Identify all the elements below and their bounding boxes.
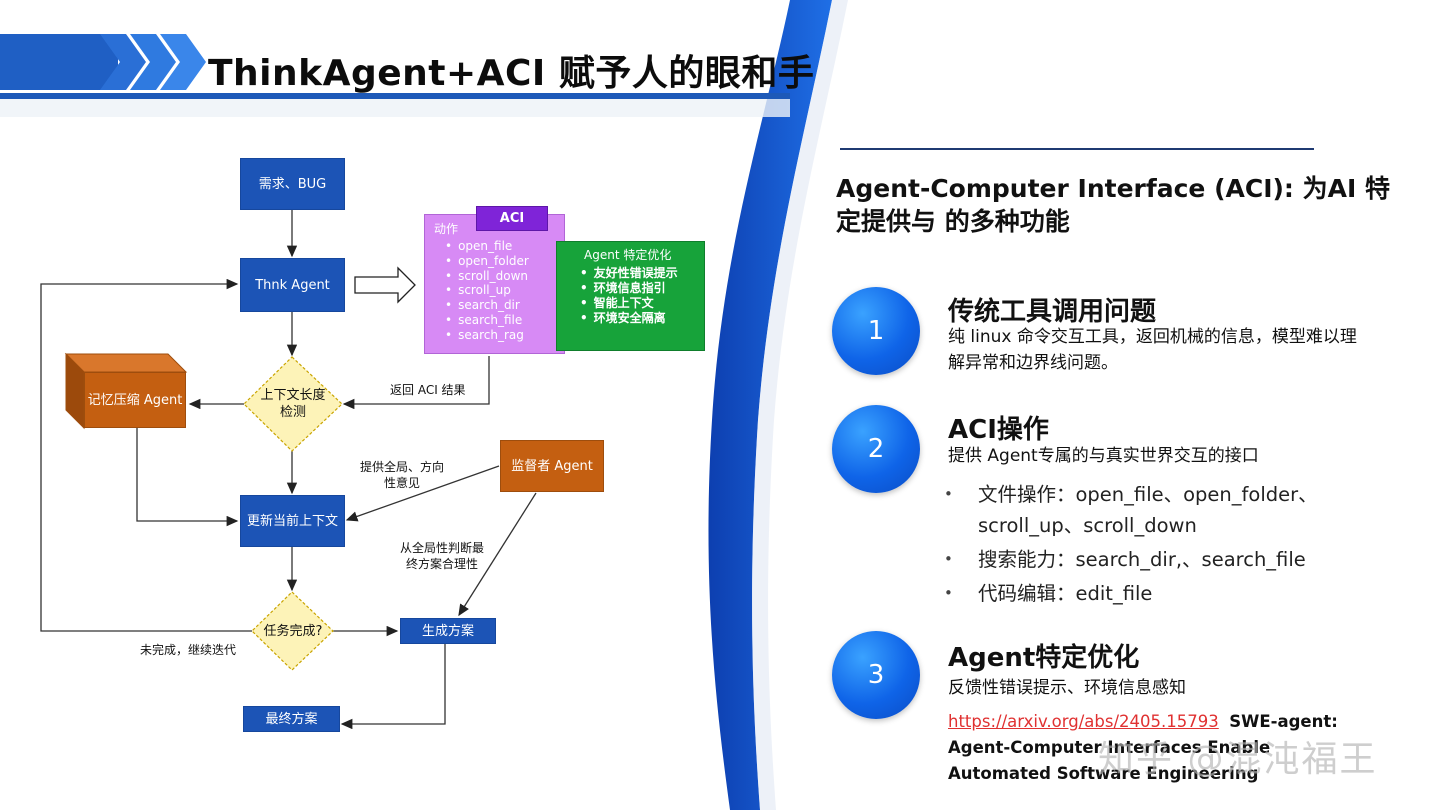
edge-label-return-aci: 返回 ACI 结果 (390, 383, 466, 397)
node-think-agent: Thnk Agent (240, 258, 345, 312)
aci-operation-item: 代码编辑：edit_file (944, 578, 1364, 609)
node-update-context: 更新当前上下文 (240, 495, 345, 547)
reference-title: SWE-agent: Agent-Computer Interfaces Ena… (948, 712, 1338, 783)
panel-divider (840, 148, 1314, 150)
section-number-circle: 3 (832, 631, 920, 719)
section-text: 提供 Agent专属的与真实世界交互的接口 (948, 446, 1259, 466)
aci-action: search_rag (445, 328, 529, 343)
node-requirement: 需求、BUG (240, 158, 345, 210)
diamond-context-check (243, 356, 343, 452)
watermark: 知乎 @混沌福王 (1098, 739, 1378, 780)
node-memory-agent: 记忆压缩 Agent (84, 372, 186, 428)
aci-action: scroll_up (445, 283, 529, 298)
aci-actions-list: open_file open_folder scroll_down scroll… (445, 239, 529, 343)
node-final-plan: 最终方案 (243, 706, 340, 732)
diamond-task-done (251, 591, 334, 671)
agent-optimization-heading: Agent 特定优化 (584, 248, 672, 262)
section-title: ACI操作 (948, 415, 1049, 445)
aci-action: search_dir (445, 298, 529, 313)
optimization-item: 智能上下文 (580, 296, 678, 311)
reference: https://arxiv.org/abs/2405.15793 SWE-age… (948, 709, 1378, 787)
edge-label-global-direction: 提供全局、方向 性意见 (360, 460, 445, 490)
panel-heading: Agent-Computer Interface (ACI): 为AI 特定提供… (836, 174, 1390, 236)
aci-operation-item: 文件操作：open_file、open_folder、scroll_up、scr… (944, 479, 1364, 541)
aci-action: open_file (445, 239, 529, 254)
slide-title: ThinkAgent+ACI 赋予人的眼和手 (208, 53, 815, 94)
aci-action: scroll_down (445, 269, 529, 284)
reference-link[interactable]: https://arxiv.org/abs/2405.15793 (948, 712, 1219, 731)
hollow-arrow (354, 266, 416, 304)
flowchart-connectors (40, 210, 537, 730)
agent-optimization-list: 友好性错误提示 环境信息指引 智能上下文 环境安全隔离 (580, 266, 678, 326)
section-text: 纯 linux 命令交互工具，返回机械的信息，模型难以理解异常和边界线问题。 (948, 327, 1357, 373)
aci-operation-item: 搜索能力：search_dir,、search_file (944, 544, 1364, 575)
section-number-circle: 1 (832, 287, 920, 375)
aci-action: search_file (445, 313, 529, 328)
section-title: 传统工具调用问题 (948, 297, 1157, 327)
optimization-item: 环境安全隔离 (580, 311, 678, 326)
edge-label-global-judge: 从全局性判断最 终方案合理性 (400, 541, 485, 571)
section-text: 反馈性错误提示、环境信息感知 (948, 678, 1186, 698)
aci-operations-list: 文件操作：open_file、open_folder、scroll_up、scr… (944, 479, 1364, 612)
edge-label-not-done: 未完成，继续迭代 (140, 643, 237, 657)
node-task-done: 任务完成? (263, 623, 323, 639)
section-number-circle: 2 (832, 405, 920, 493)
node-generate-plan: 生成方案 (400, 618, 496, 644)
optimization-item: 友好性错误提示 (580, 266, 678, 281)
optimization-item: 环境信息指引 (580, 281, 678, 296)
aci-actions-heading: 动作 (434, 222, 459, 236)
node-context-check: 上下文长度检测 (260, 388, 326, 420)
node-supervisor-agent: 监督者 Agent (500, 440, 604, 492)
aci-action: open_folder (445, 254, 529, 269)
aci-tag: ACI (476, 206, 548, 231)
section-title: Agent特定优化 (948, 643, 1140, 673)
blue-curve (708, 0, 832, 810)
